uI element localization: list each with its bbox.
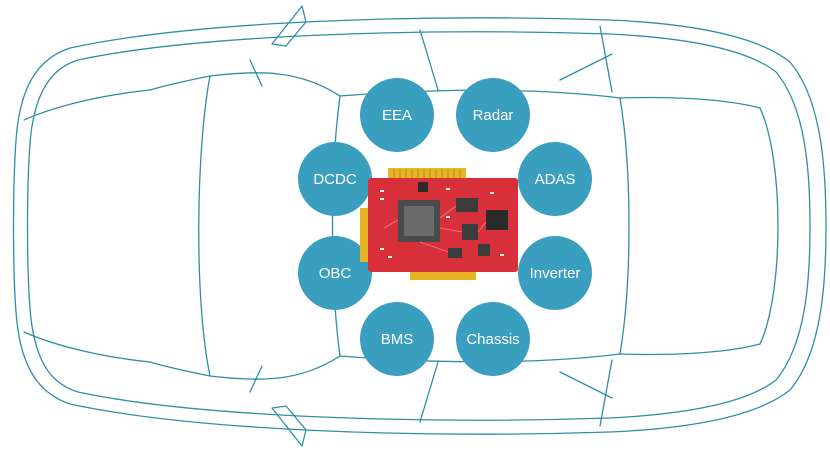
- node-adas: ADAS: [518, 142, 592, 216]
- node-obc: OBC: [298, 236, 372, 310]
- ecu-circuit-board-icon: [360, 168, 518, 280]
- node-bms: BMS: [360, 302, 434, 376]
- node-chassis: Chassis: [456, 302, 530, 376]
- node-dcdc: DCDC: [298, 142, 372, 216]
- node-radar: Radar: [456, 78, 530, 152]
- node-eea: EEA: [360, 78, 434, 152]
- node-inverter: Inverter: [518, 236, 592, 310]
